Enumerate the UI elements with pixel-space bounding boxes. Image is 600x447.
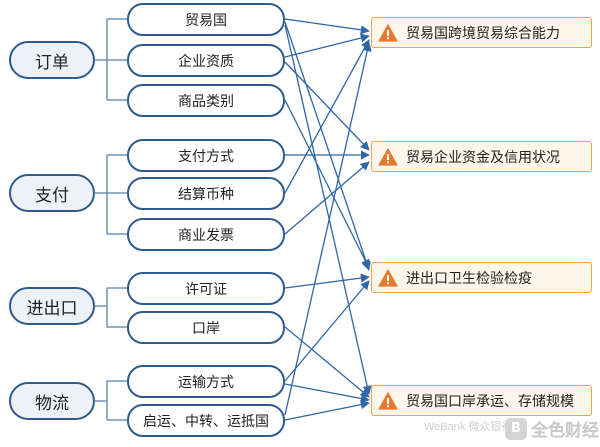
item-settlement-currency: 结算币种 xyxy=(127,177,285,210)
arrow-trade-country-to-port-scale xyxy=(284,24,372,395)
category-import-export-label: 进出口 xyxy=(26,298,78,319)
item-label: 贸易国 xyxy=(185,12,227,29)
risk-enterprise-credit: 贸易企业资金及信用状况 xyxy=(371,141,592,172)
item-label: 许可证 xyxy=(185,281,227,298)
arrow-category-to-quarantine xyxy=(284,99,370,269)
risk-label: 贸易国跨境贸易综合能力 xyxy=(406,25,560,42)
category-logistics: 物流 xyxy=(9,382,95,420)
arrow-trade-country-to-capability xyxy=(284,18,370,35)
arrow-route-to-port-scale xyxy=(284,400,370,421)
item-trade-country: 贸易国 xyxy=(127,3,285,36)
category-payment-label: 支付 xyxy=(35,185,69,206)
item-enterprise-qualification: 企业资质 xyxy=(127,44,285,77)
category-payment: 支付 xyxy=(9,174,95,212)
watermark-brand-label: 全色财经 xyxy=(531,421,599,441)
item-label: 支付方式 xyxy=(178,148,234,165)
arrow-route-to-capability xyxy=(284,42,372,416)
warning-icon xyxy=(378,268,398,287)
arrow-transport-to-quarantine xyxy=(284,280,370,382)
watermark-bank: WeBank 微众银行 xyxy=(424,421,513,433)
arrow-transport-to-port-scale xyxy=(284,383,370,403)
item-license: 许可证 xyxy=(127,272,285,305)
arrow-port-to-port-scale xyxy=(284,326,370,398)
arrow-license-to-quarantine xyxy=(284,273,370,289)
arrow-qualification-to-capability xyxy=(284,33,370,58)
arrow-invoice-to-credit xyxy=(284,161,370,235)
item-commercial-invoice: 商业发票 xyxy=(127,218,285,251)
category-logistics-label: 物流 xyxy=(35,393,69,414)
risk-label: 贸易企业资金及信用状况 xyxy=(406,149,560,166)
bracket-logistics xyxy=(95,380,127,421)
warning-icon xyxy=(378,23,398,42)
warning-icon xyxy=(378,391,398,410)
item-label: 商品类别 xyxy=(178,93,234,110)
category-import-export: 进出口 xyxy=(9,287,95,325)
item-transport-mode: 运输方式 xyxy=(127,365,285,398)
arrow-currency-to-capability xyxy=(284,39,370,194)
bracket-order xyxy=(95,18,127,101)
arrow-trade-country-to-quarantine xyxy=(284,21,371,271)
item-label: 启运、中转、运抵国 xyxy=(143,413,269,430)
item-route-countries: 启运、中转、运抵国 xyxy=(127,404,285,437)
risk-quarantine: 进出口卫生检验检疫 xyxy=(371,262,592,293)
item-commodity-category: 商品类别 xyxy=(127,84,285,117)
item-label: 企业资质 xyxy=(178,53,234,70)
bracket-import-export xyxy=(95,287,127,328)
item-payment-method: 支付方式 xyxy=(127,139,285,172)
warning-icon xyxy=(378,147,398,166)
risk-arrows xyxy=(284,18,372,421)
item-label: 运输方式 xyxy=(178,374,234,391)
watermark-brand: B 全色财经 xyxy=(505,416,599,441)
item-label: 商业发票 xyxy=(178,227,234,244)
risk-label: 进出口卫生检验检疫 xyxy=(406,270,532,287)
category-order-label: 订单 xyxy=(35,52,69,73)
item-port: 口岸 xyxy=(127,311,285,344)
brand-logo-icon: B xyxy=(505,417,527,440)
arrow-qualification-to-credit xyxy=(284,61,370,151)
risk-trade-capability: 贸易国跨境贸易综合能力 xyxy=(371,17,592,48)
risk-label: 贸易国口岸承运、存储规模 xyxy=(406,393,574,410)
item-label: 结算币种 xyxy=(178,186,234,203)
risk-port-scale: 贸易国口岸承运、存储规模 xyxy=(371,385,592,416)
bracket-payment xyxy=(95,154,127,235)
item-label: 口岸 xyxy=(192,320,220,337)
category-order: 订单 xyxy=(9,41,95,79)
